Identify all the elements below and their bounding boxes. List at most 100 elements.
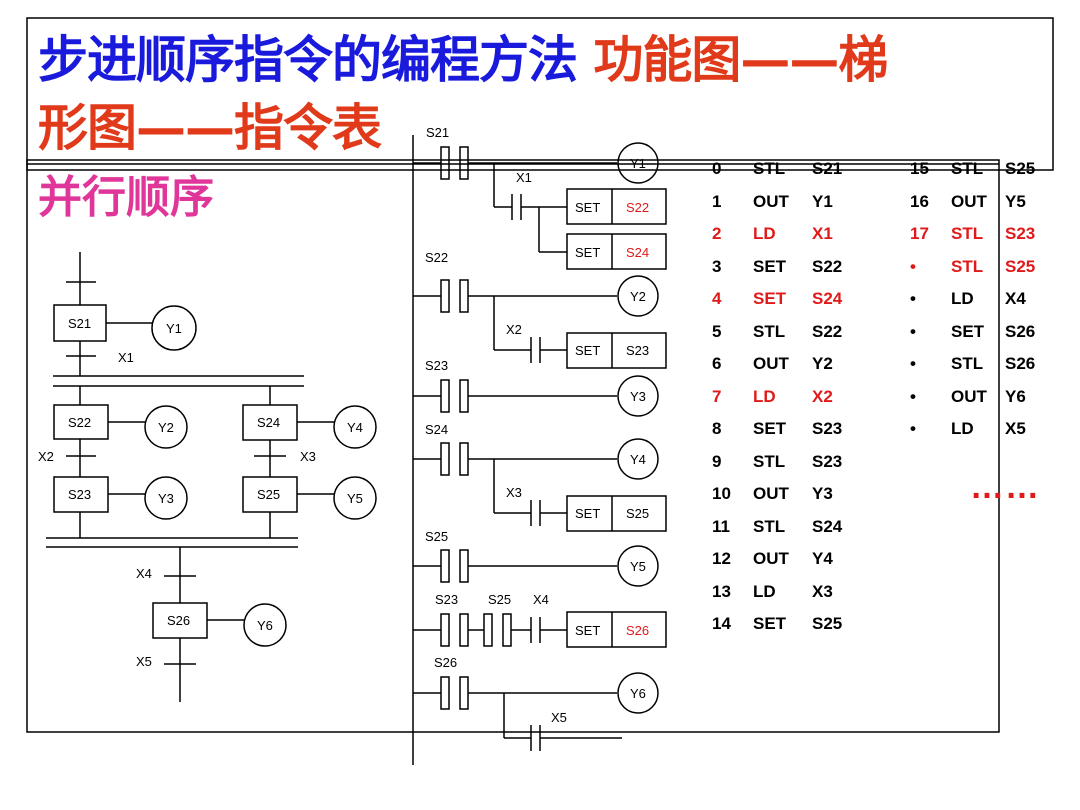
instruction-step: 8 xyxy=(712,419,722,438)
sfc-label: Y2 xyxy=(158,420,174,435)
instruction-operand: S23 xyxy=(812,451,843,471)
ladder-set-box xyxy=(566,233,667,270)
ladder-coil-y3 xyxy=(617,375,659,417)
instruction-opcode: STL xyxy=(951,354,984,373)
ladder-set-box xyxy=(566,188,667,225)
instruction-operand: S24 xyxy=(812,289,843,308)
ladder-label: SET xyxy=(575,200,600,215)
sfc-label: X3 xyxy=(300,449,316,464)
instruction-opcode: LD xyxy=(753,224,776,243)
instruction-step: 16 xyxy=(910,191,929,211)
sfc-label: Y4 xyxy=(347,420,363,435)
instruction-step: • xyxy=(910,289,916,308)
sfc-label: X2 xyxy=(38,449,54,464)
sfc-label: S23 xyxy=(68,487,91,502)
sfc-label: S25 xyxy=(257,487,280,502)
sfc-output-y2 xyxy=(144,405,188,449)
instruction-operand: Y2 xyxy=(812,354,833,373)
instruction-opcode: LD xyxy=(951,419,974,438)
ladder-labels: S21 Y1 X1 SET S22 SET S24 S22 Y2 X2 SET … xyxy=(425,125,649,725)
instruction-step: 1 xyxy=(712,191,722,211)
instruction-operand: S25 xyxy=(812,614,843,633)
ladder-coil-y6 xyxy=(617,672,659,714)
sfc-output-y6 xyxy=(243,603,287,647)
ladder-label: S24 xyxy=(626,245,649,260)
sfc-label: S24 xyxy=(257,415,280,430)
sfc-label: S22 xyxy=(68,415,91,430)
instruction-operand: Y5 xyxy=(1005,191,1026,211)
instruction-opcode: STL xyxy=(753,159,786,178)
instruction-step: • xyxy=(910,256,916,276)
ladder-label: S22 xyxy=(425,250,448,265)
ladder-label: SET xyxy=(575,623,600,638)
ladder-label: Y1 xyxy=(630,156,646,171)
ladder-label: X5 xyxy=(551,710,567,725)
instruction-opcode: STL xyxy=(753,321,786,341)
instruction-opcode: OUT xyxy=(951,191,987,211)
ladder-coil-y1 xyxy=(617,142,659,184)
ladder-label: Y4 xyxy=(630,452,646,467)
ladder-label: S26 xyxy=(434,655,457,670)
page-title-line1: 步进顺序指令的编程方法 功能图——梯 xyxy=(38,28,888,92)
instruction-operand: X4 xyxy=(1005,289,1026,308)
ladder-set-box xyxy=(566,495,667,532)
instruction-operand: S22 xyxy=(812,321,843,341)
title-part-1: 步进顺序指令的编程方法 xyxy=(38,31,578,89)
instruction-step: 5 xyxy=(712,321,722,341)
page-title-line2: 形图——指令表 xyxy=(38,99,382,157)
subtitle: 并行顺序 xyxy=(38,172,214,223)
sfc-label: X5 xyxy=(136,654,152,669)
instruction-step: 15 xyxy=(910,159,929,178)
instruction-step: 13 xyxy=(712,581,731,601)
instruction-operand: S26 xyxy=(1005,354,1036,373)
ladder-label: S25 xyxy=(425,529,448,544)
instruction-step: 9 xyxy=(712,451,722,471)
ladder-label: Y5 xyxy=(630,559,646,574)
ladder-label: Y6 xyxy=(630,686,646,701)
sfc-label: Y6 xyxy=(257,618,273,633)
instruction-step: 7 xyxy=(712,386,722,406)
ladder-label: SET xyxy=(575,245,600,260)
ladder-label: S23 xyxy=(425,358,448,373)
ladder-set-box xyxy=(566,611,667,648)
instruction-opcode: STL xyxy=(753,516,786,536)
instruction-operand: S24 xyxy=(812,516,843,536)
instruction-operand: S23 xyxy=(812,419,843,438)
ladder-label: S21 xyxy=(426,125,449,140)
instruction-opcode: SET xyxy=(753,256,787,276)
instruction-operand: S21 xyxy=(812,159,843,178)
instruction-step: 3 xyxy=(712,256,722,276)
instruction-operand: S26 xyxy=(1005,321,1036,341)
sfc-label: S21 xyxy=(68,316,91,331)
ladder-set-box xyxy=(566,332,667,369)
instruction-operand: X1 xyxy=(812,224,833,243)
ladder-label: S22 xyxy=(626,200,649,215)
ladder-coil-y4 xyxy=(617,438,659,480)
title-frame xyxy=(26,17,1054,171)
instruction-step: • xyxy=(910,354,916,373)
sfc-output-y5 xyxy=(333,476,377,520)
ladder-label: Y3 xyxy=(630,389,646,404)
instruction-opcode: LD xyxy=(951,289,974,308)
instruction-opcode: STL xyxy=(951,224,984,243)
instruction-step: 11 xyxy=(712,516,730,536)
instruction-step: 6 xyxy=(712,354,722,373)
ladder-label: X3 xyxy=(506,485,522,500)
instruction-step: • xyxy=(910,321,916,341)
instruction-operand: Y3 xyxy=(812,484,833,503)
title-part-2: 功能图——梯 xyxy=(593,31,888,89)
instruction-operand: Y6 xyxy=(1005,386,1026,406)
instruction-step: 0 xyxy=(712,159,722,178)
instruction-opcode: OUT xyxy=(753,549,789,568)
instruction-opcode: OUT xyxy=(753,191,789,211)
ellipsis: …… xyxy=(970,468,1040,506)
sfc-labels: S21 Y1 X1 S22 Y2 X2 S23 Y3 S24 Y4 X3 S25… xyxy=(38,316,363,669)
instruction-opcode: OUT xyxy=(753,484,789,503)
sfc-label: Y1 xyxy=(166,321,182,336)
ladder-label: S25 xyxy=(488,592,511,607)
instruction-step: 4 xyxy=(712,289,722,308)
ladder-label: S26 xyxy=(626,623,649,638)
ladder-label: SET xyxy=(575,343,600,358)
sfc-output-y4 xyxy=(333,405,377,449)
